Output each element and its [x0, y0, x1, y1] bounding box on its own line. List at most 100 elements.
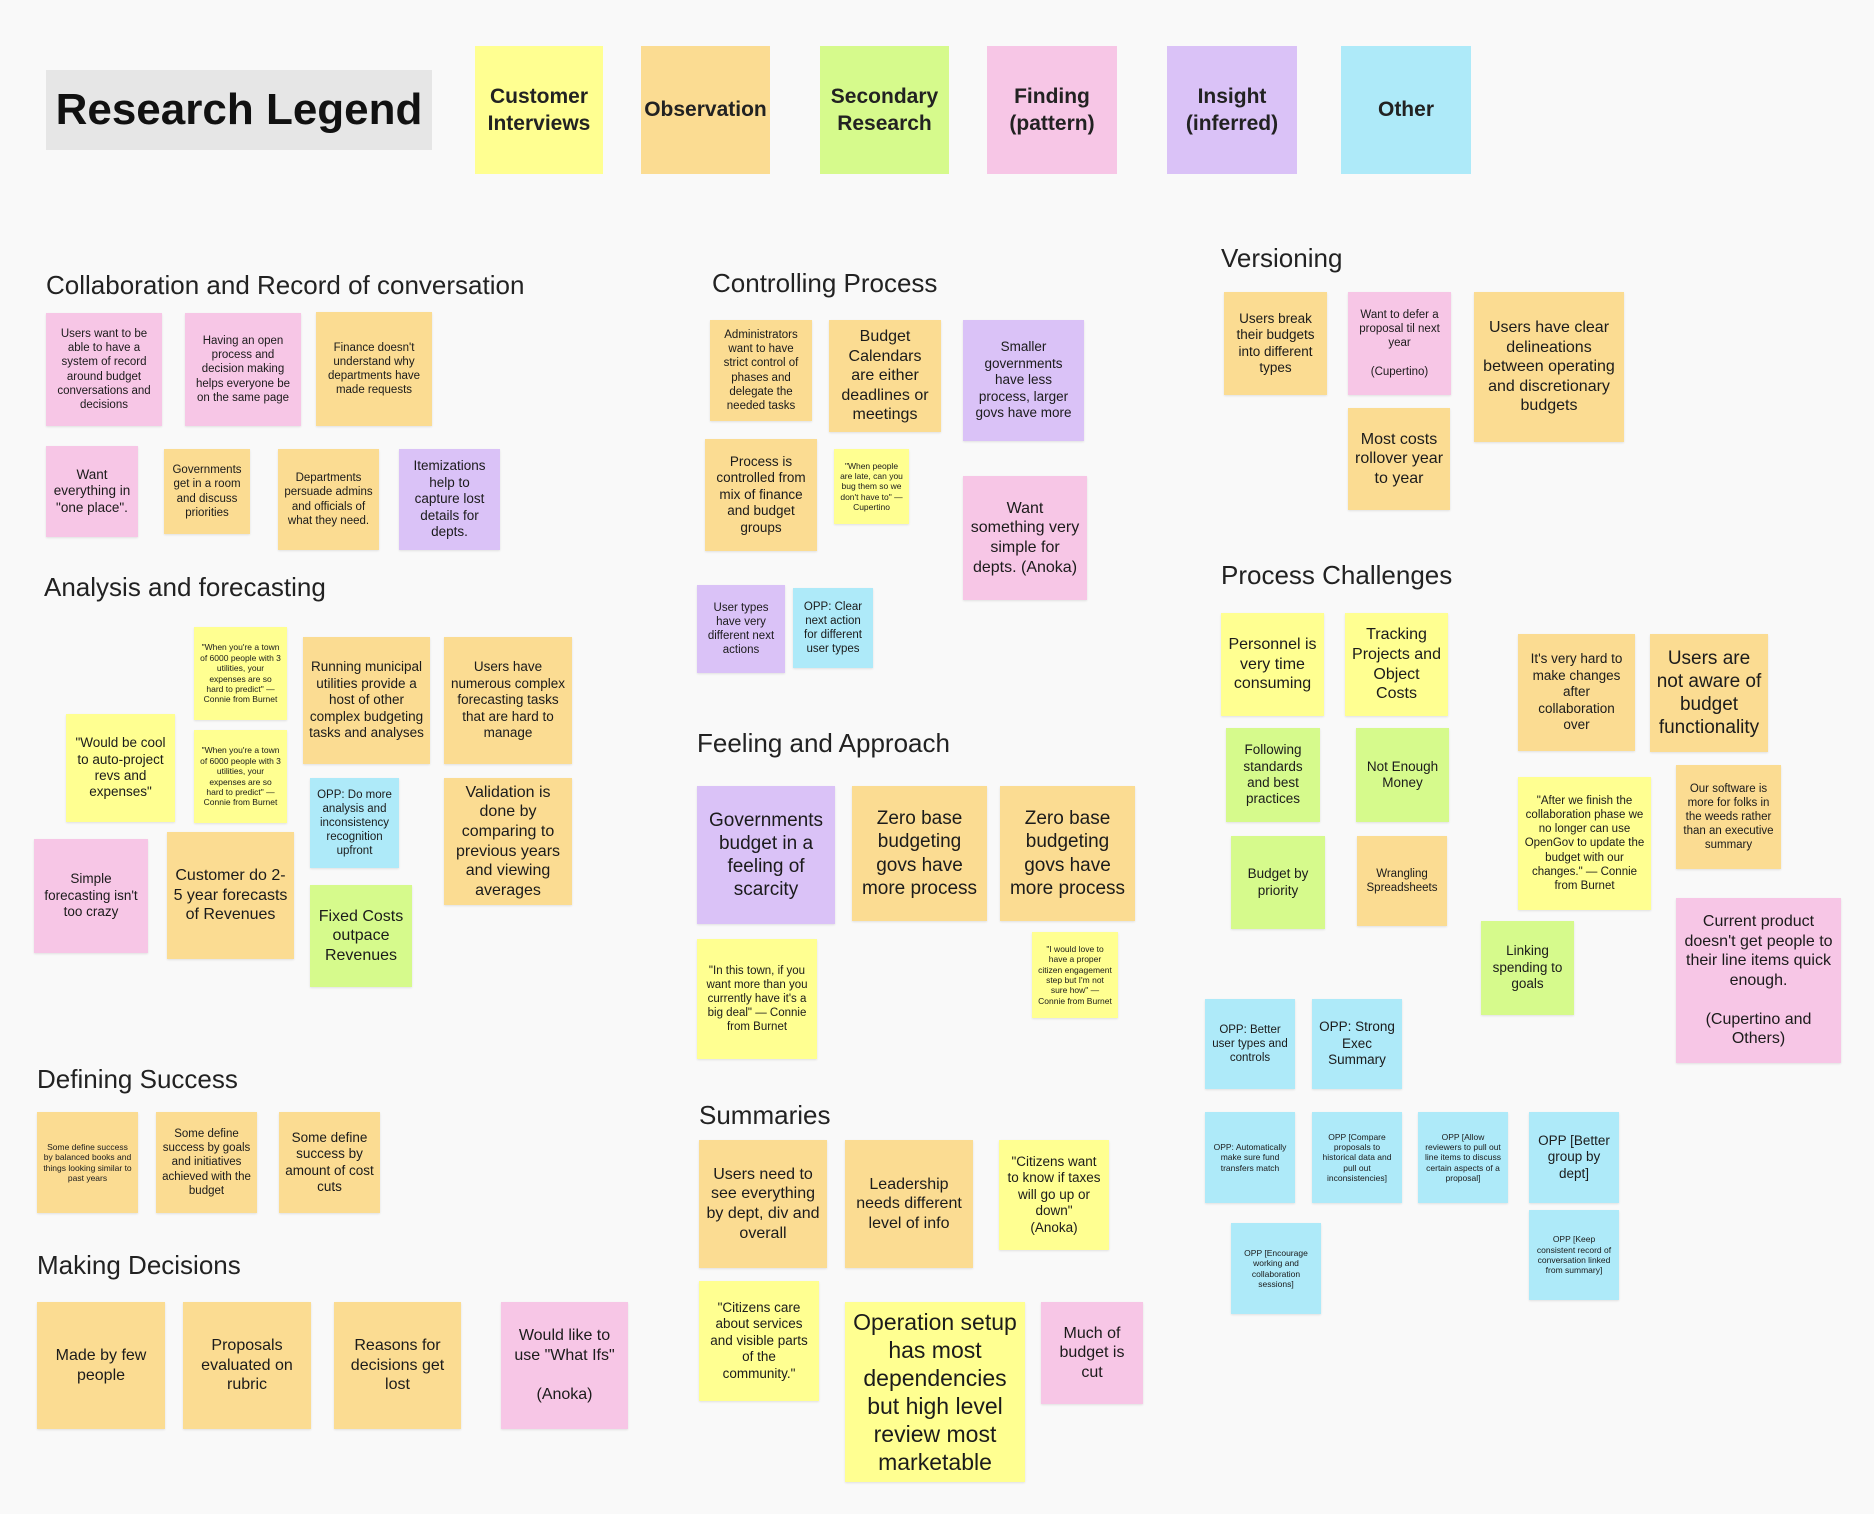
sticky-note[interactable]: Some define success by amount of cost cu… [279, 1112, 380, 1213]
sticky-note[interactable]: Leadership needs different level of info [845, 1140, 973, 1268]
sticky-note[interactable]: Users break their budgets into different… [1224, 292, 1327, 395]
sticky-note[interactable]: Not Enough Money [1356, 728, 1449, 822]
note-text: Smaller governments have less process, l… [975, 339, 1072, 421]
sticky-note[interactable]: Users have clear delineations between op… [1474, 292, 1624, 442]
note-text: "Citizens want to know if taxes will go … [1007, 1153, 1101, 1235]
sticky-note[interactable]: Want something very simple for depts. (A… [963, 476, 1087, 600]
sticky-note[interactable]: Governments get in a room and discuss pr… [164, 449, 250, 534]
sticky-note[interactable]: Smaller governments have less process, l… [963, 320, 1084, 441]
sticky-note[interactable]: "I would love to have a proper citizen e… [1032, 932, 1118, 1018]
sticky-note[interactable]: Governments budget in a feeling of scarc… [697, 786, 835, 924]
sticky-note[interactable]: "Would be cool to auto-project revs and … [66, 714, 175, 822]
sticky-note[interactable]: OPP: Automatically make sure fund transf… [1205, 1112, 1295, 1203]
sticky-note[interactable]: Current product doesn't get people to th… [1676, 898, 1841, 1063]
sticky-note[interactable]: Linking spending to goals [1481, 921, 1574, 1015]
sticky-note[interactable]: Personnel is very time consuming [1221, 613, 1324, 716]
sticky-note[interactable]: Zero base budgeting govs have more proce… [852, 786, 987, 921]
sticky-note[interactable]: Proposals evaluated on rubric [183, 1302, 311, 1429]
sticky-note[interactable]: Following standards and best practices [1226, 728, 1320, 822]
note-text: OPP [Compare proposals to historical dat… [1322, 1131, 1392, 1184]
sticky-note[interactable]: "When you're a town of 6000 people with … [194, 627, 287, 720]
legend-other: Other [1341, 46, 1471, 174]
note-text: Customer do 2-5 year forecasts of Revenu… [173, 867, 288, 924]
section-title-versioning: Versioning [1221, 243, 1343, 273]
sticky-note[interactable]: Most costs rollover year to year [1348, 408, 1450, 510]
sticky-note[interactable]: Want everything in "one place". [46, 446, 138, 537]
sticky-note[interactable]: OPP: Clear next action for different use… [793, 588, 873, 668]
sticky-note[interactable]: OPP [Keep consistent record of conversat… [1529, 1210, 1619, 1300]
sticky-note[interactable]: Reasons for decisions get lost [334, 1302, 461, 1429]
sticky-note[interactable]: OPP [Encourage working and collaboration… [1231, 1223, 1321, 1314]
note-text: "When people are late, can you bug them … [840, 460, 903, 513]
sticky-note[interactable]: Departments persuade admins and official… [278, 449, 379, 550]
sticky-note[interactable]: Users need to see everything by dept, di… [699, 1140, 827, 1268]
note-text: Departments persuade admins and official… [284, 472, 373, 527]
sticky-note[interactable]: Our software is more for folks in the we… [1676, 765, 1781, 869]
note-text: Want something very simple for depts. (A… [970, 499, 1080, 576]
sticky-note[interactable]: Made by few people [37, 1302, 165, 1429]
sticky-note[interactable]: Having an open process and decision maki… [185, 313, 301, 426]
sticky-note[interactable]: Zero base budgeting govs have more proce… [1000, 786, 1135, 921]
sticky-note[interactable]: Want to defer a proposal til next year (… [1348, 292, 1451, 395]
sticky-note[interactable]: "Citizens care about services and visibl… [699, 1281, 819, 1401]
sticky-note[interactable]: Itemizations help to capture lost detail… [399, 449, 500, 550]
section-title-collaboration: Collaboration and Record of conversation [46, 270, 525, 300]
sticky-note[interactable]: User types have very different next acti… [697, 585, 785, 673]
sticky-note[interactable]: "In this town, if you want more than you… [697, 939, 817, 1059]
sticky-note[interactable]: OPP: Better user types and controls [1205, 999, 1295, 1089]
sticky-note[interactable]: Administrators want to have strict contr… [710, 320, 812, 421]
note-text: Users have numerous complex forecasting … [450, 659, 566, 741]
sticky-note[interactable]: OPP: Strong Exec Summary [1312, 999, 1402, 1089]
sticky-note[interactable]: Budget by priority [1231, 836, 1325, 929]
sticky-note[interactable]: Operation setup has most dependencies bu… [845, 1302, 1025, 1482]
sticky-note[interactable]: Tracking Projects and Object Costs [1345, 613, 1448, 716]
sticky-note[interactable]: Budget Calendars are either deadlines or… [829, 320, 941, 432]
note-text: OPP: Automatically make sure fund transf… [1213, 1141, 1287, 1173]
note-text: Users need to see everything by dept, di… [706, 1165, 820, 1242]
note-text: Users break their budgets into different… [1236, 310, 1315, 375]
sticky-note[interactable]: Some define success by balanced books an… [37, 1112, 138, 1213]
sticky-note[interactable]: Would like to use "What Ifs" (Anoka) [501, 1302, 628, 1429]
sticky-note[interactable]: It's very hard to make changes after col… [1518, 634, 1635, 751]
note-text: Operation setup has most dependencies bu… [853, 1308, 1017, 1476]
sticky-note[interactable]: OPP [Better group by dept] [1529, 1112, 1619, 1203]
section-title-analysis: Analysis and forecasting [44, 572, 326, 602]
sticky-note[interactable]: OPP [Allow reviewers to pull out line it… [1418, 1112, 1508, 1203]
sticky-note[interactable]: Much of budget is cut [1041, 1302, 1143, 1404]
note-text: Proposals evaluated on rubric [201, 1337, 293, 1394]
sticky-note[interactable]: Users are not aware of budget functional… [1650, 634, 1768, 752]
section-title-controlling-process: Controlling Process [712, 268, 938, 298]
sticky-note[interactable]: Fixed Costs outpace Revenues [310, 885, 412, 987]
note-text: "When you're a town of 6000 people with … [200, 745, 281, 808]
sticky-note[interactable]: Some define success by goals and initiat… [156, 1112, 257, 1213]
sticky-note[interactable]: Validation is done by comparing to previ… [444, 778, 572, 905]
sticky-note[interactable]: OPP: Do more analysis and inconsistency … [310, 778, 399, 868]
section-title-defining-success: Defining Success [37, 1064, 238, 1094]
note-text: OPP: Do more analysis and inconsistency … [317, 788, 392, 858]
sticky-note[interactable]: Wrangling Spreadsheets [1357, 836, 1447, 926]
note-text: "When you're a town of 6000 people with … [200, 642, 281, 705]
note-text: "Citizens care about services and visibl… [710, 1299, 808, 1381]
note-text: Personnel is very time consuming [1228, 636, 1317, 693]
sticky-note[interactable]: OPP [Compare proposals to historical dat… [1312, 1112, 1402, 1203]
note-text: "I would love to have a proper citizen e… [1038, 943, 1112, 1006]
sticky-note[interactable]: Customer do 2-5 year forecasts of Revenu… [167, 832, 294, 959]
sticky-note[interactable]: "After we finish the collaboration phase… [1518, 777, 1651, 910]
sticky-note[interactable]: "Citizens want to know if taxes will go … [999, 1140, 1109, 1250]
note-text: Budget Calendars are either deadlines or… [841, 328, 929, 424]
note-text: Simple forecasting isn't too crazy [44, 871, 138, 920]
sticky-note[interactable]: Process is controlled from mix of financ… [705, 439, 817, 551]
note-text: Zero base budgeting govs have more proce… [1009, 808, 1126, 899]
sticky-note[interactable]: Users have numerous complex forecasting … [444, 637, 572, 764]
note-text: "In this town, if you want more than you… [706, 964, 808, 1034]
sticky-note[interactable]: Running municipal utilities provide a ho… [303, 637, 430, 764]
sticky-note[interactable]: Finance doesn't understand why departmen… [316, 312, 432, 426]
sticky-note[interactable]: Users want to be able to have a system o… [46, 313, 162, 426]
note-text: Governments budget in a feeling of scarc… [708, 809, 824, 901]
note-text: Zero base budgeting govs have more proce… [861, 808, 978, 899]
sticky-note[interactable]: Simple forecasting isn't too crazy [34, 839, 148, 953]
legend-observation: Observation [641, 46, 770, 174]
sticky-note[interactable]: "When people are late, can you bug them … [834, 449, 909, 524]
note-text: Current product doesn't get people to th… [1684, 913, 1833, 1048]
sticky-note[interactable]: "When you're a town of 6000 people with … [194, 730, 287, 823]
